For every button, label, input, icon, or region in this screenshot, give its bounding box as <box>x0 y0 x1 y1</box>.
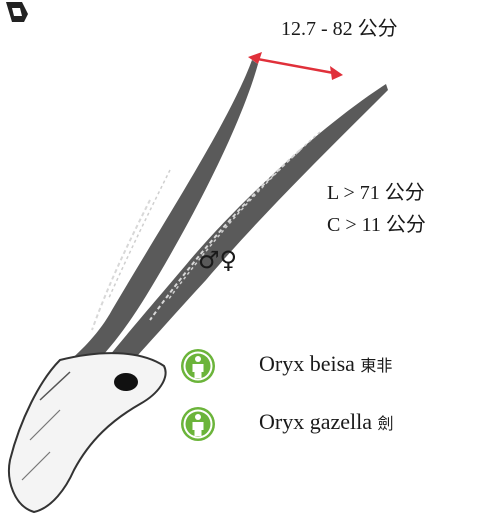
person-icon <box>180 406 216 442</box>
species-row: Oryx gazella 劍 <box>180 404 477 444</box>
tip-span-label: 12.7 - 82 公分 <box>281 12 398 41</box>
species-name: Oryx beisa 東非 <box>259 351 392 377</box>
species-latin: Oryx beisa <box>259 351 355 376</box>
person-icon <box>180 348 216 384</box>
eye-socket <box>114 373 138 391</box>
species-name: Oryx gazella 劍 <box>259 409 394 435</box>
sex-symbols: ♂♀ <box>198 246 237 274</box>
species-row: Oryx beisa 東非 <box>180 346 477 386</box>
hoof-sketch <box>6 2 28 22</box>
species-chinese: 東非 <box>360 356 392 375</box>
skull <box>9 353 166 512</box>
horn-length-label: L > 71 公分 <box>327 176 425 205</box>
tip-span-arrow <box>248 52 343 80</box>
species-chinese: 劍 <box>378 414 394 433</box>
horn-circumference-label: C > 11 公分 <box>327 208 426 237</box>
species-latin: Oryx gazella <box>259 409 372 434</box>
